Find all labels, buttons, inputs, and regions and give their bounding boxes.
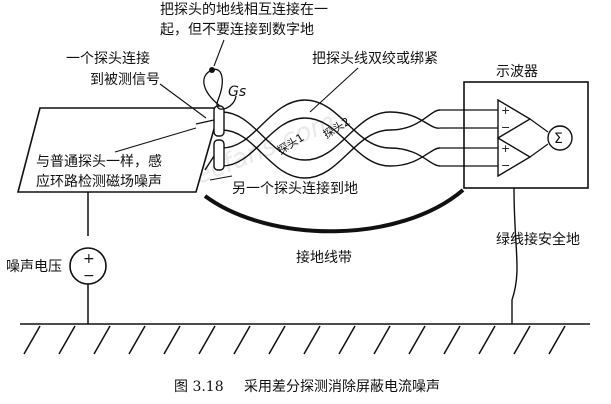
scope-wiring	[440, 109, 549, 167]
amplifier-1	[497, 98, 532, 140]
noise-voltage-source: + −	[69, 192, 107, 324]
source-minus-sign: −	[83, 268, 95, 284]
earth-ground	[20, 323, 590, 355]
loop-noise-note-line1: 与普通探头一样，感	[36, 153, 162, 170]
figure-caption: 采用差分探测消除屏蔽电流噪声	[244, 379, 440, 395]
noise-voltage-label: 噪声电压	[6, 259, 62, 275]
bond-grounds-note-line1: 把探头的地线相互连接在一	[160, 1, 328, 18]
other-probe-ground-note: 另一个探头连接到地	[232, 180, 358, 197]
amplifier-2	[497, 136, 532, 178]
amp2-plus: +	[501, 142, 510, 155]
amp1-minus: −	[501, 121, 510, 134]
signal-probe-note-line2: 到被测信号	[90, 72, 160, 88]
probe-ground-loop	[203, 68, 237, 110]
twist-leads-note: 把探头线双绞或绑紧	[312, 50, 438, 67]
probe-tips	[195, 105, 225, 171]
annotation-arrows	[114, 39, 359, 181]
sigma-symbol: Σ	[554, 131, 563, 147]
ground-bond-point	[209, 67, 215, 73]
loop-noise-note-line2: 应环路检测磁场噪声	[36, 173, 162, 190]
figure-number: 图 3.18	[174, 379, 224, 395]
safety-ground-wire	[511, 187, 518, 324]
signal-probe-note-line1: 一个探头连接	[66, 50, 150, 67]
source-plus-sign: +	[83, 251, 95, 267]
ground-strap-label: 接地线带	[296, 249, 352, 266]
amp1-plus: +	[501, 104, 510, 117]
gs-label: Gs	[228, 84, 246, 100]
green-wire-label: 绿线接安全地	[496, 231, 580, 248]
oscilloscope-label: 示波器	[496, 64, 538, 80]
twisted-probe-leads	[221, 99, 441, 179]
bond-grounds-note-line2: 起，但不要连接到数字地	[160, 21, 314, 38]
amp2-minus: −	[501, 159, 510, 172]
ground-strap	[203, 188, 465, 234]
summing-junction: Σ	[547, 125, 573, 151]
